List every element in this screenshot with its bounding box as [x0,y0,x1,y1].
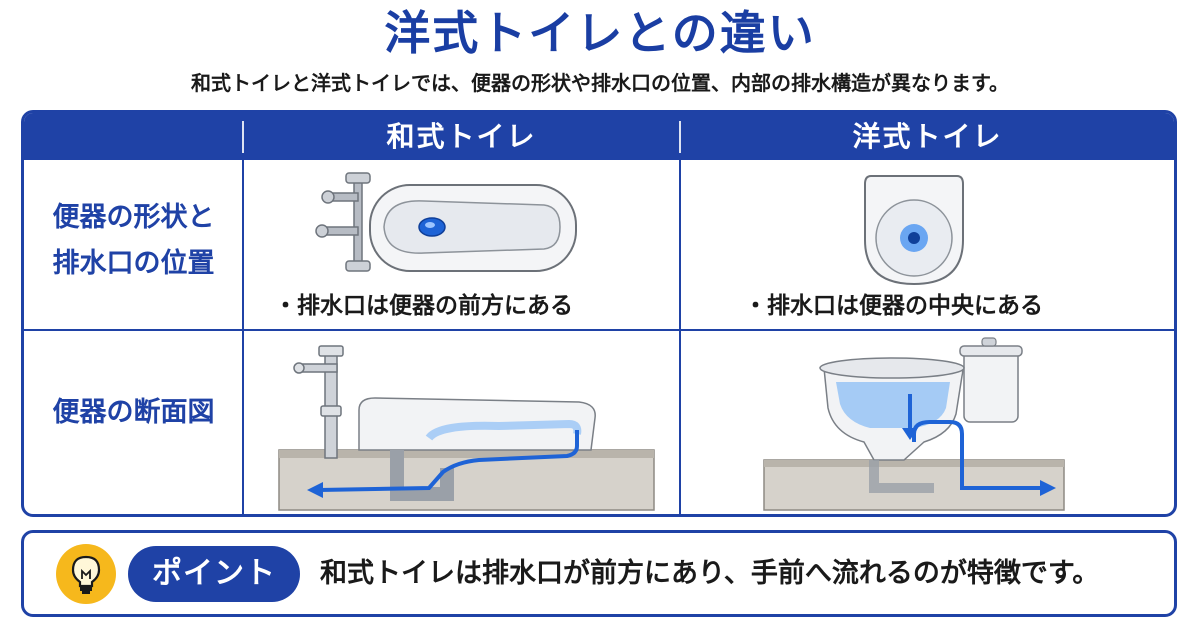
row-label-shape-line2: 排水口の位置 [52,248,215,279]
column-divider [242,160,244,514]
column-divider [679,160,681,514]
point-box: ポイント 和式トイレは排水口が前方にあり、手前へ流れるのが特徴です。 [21,530,1177,617]
point-badge: ポイント [128,546,300,602]
yoshiki-toilet-top-illustration [864,175,964,286]
yoshiki-drain-caption: ・排水口は便器の中央にある [744,293,1043,319]
yoshiki-cross-section-illustration [763,337,1065,511]
washiki-toilet-top-illustration [315,172,577,272]
lightbulb-icon-badge [56,544,116,604]
page-title: 洋式トイレとの違い [384,6,816,60]
row-label-cross-section: 便器の断面図 [52,397,215,428]
column-header-washiki: 和式トイレ [386,120,537,153]
point-text: 和式トイレは排水口が前方にあり、手前へ流れるのが特徴です。 [320,558,1100,589]
washiki-cross-section-illustration [278,345,655,511]
column-header-yoshiki: 洋式トイレ [852,120,1003,153]
header-divider [242,121,244,153]
comparison-table: 和式トイレ 洋式トイレ 便器の形状と 排水口の位置 便器の断面図 ・排水口は便器… [21,110,1177,517]
lightbulb-icon [71,555,101,594]
header-divider [679,121,681,153]
row-divider [24,329,1174,331]
row-label-shape-line1: 便器の形状と [52,202,215,233]
washiki-drain-caption: ・排水口は便器の前方にある [274,293,573,319]
page-subtitle: 和式トイレと洋式トイレでは、便器の形状や排水口の位置、内部の排水構造が異なります… [191,71,1009,95]
table-header: 和式トイレ 洋式トイレ [24,113,1174,160]
